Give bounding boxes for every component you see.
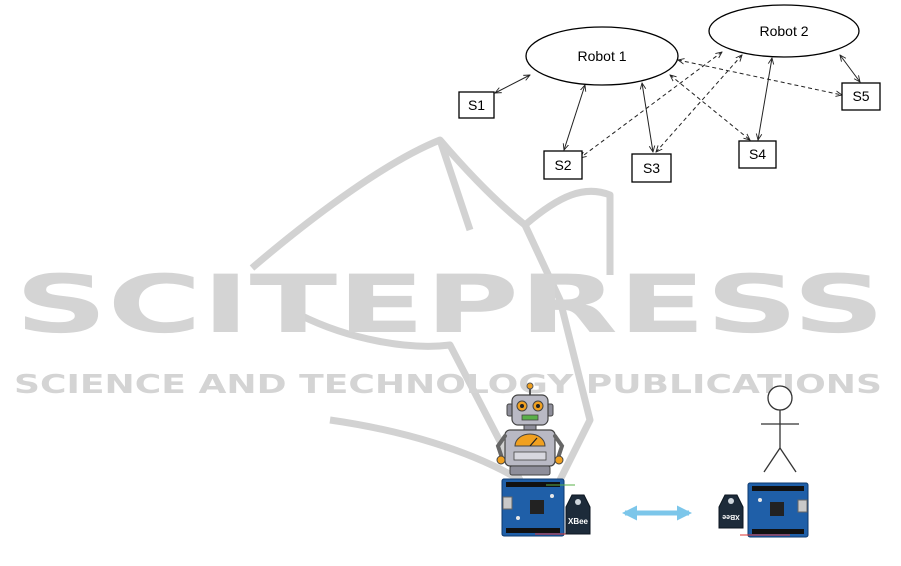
xbee-module-right-icon: XBee xyxy=(719,495,743,528)
link-r1-s2 xyxy=(564,85,585,150)
robot-node-label: Robot 1 xyxy=(577,48,626,64)
xbee-label: XBee xyxy=(722,513,740,520)
link-r1-s5 xyxy=(678,60,842,95)
sensor-label: S5 xyxy=(852,88,869,104)
link-r1-s4 xyxy=(670,75,750,140)
watermark-subtitle: SCIENCE AND TECHNOLOGY PUBLICATIONS xyxy=(14,370,882,400)
link-r1-s3 xyxy=(642,83,653,152)
robot-node-2: Robot 2 xyxy=(709,5,859,57)
watermark-title: SCITEPRESS xyxy=(15,258,885,351)
sensor-node-s1: S1 xyxy=(459,92,494,118)
xbee-label: XBee xyxy=(568,517,589,526)
link-r1-s1 xyxy=(495,75,530,93)
xbee-module-left-icon: XBee xyxy=(566,495,590,534)
sensor-node-s3: S3 xyxy=(632,154,671,182)
robot-node-1: Robot 1 xyxy=(526,27,678,85)
sensor-label: S4 xyxy=(749,146,766,162)
sensor-label: S3 xyxy=(643,160,660,176)
sensor-label: S2 xyxy=(554,157,571,173)
network-diagram: Robot 1 Robot 2 S1 S2 S3 S4 S5 xyxy=(459,5,880,182)
robot-node-label: Robot 2 xyxy=(759,23,808,39)
arduino-board-right-icon xyxy=(740,483,808,537)
link-r2-s4 xyxy=(758,58,772,140)
link-r2-s5 xyxy=(840,55,860,82)
hardware-illustration: XBee XBee xyxy=(497,383,808,537)
sensor-label: S1 xyxy=(468,97,485,113)
watermark: SCITEPRESS SCIENCE AND TECHNOLOGY PUBLIC… xyxy=(14,140,885,480)
sensor-node-s4: S4 xyxy=(739,141,776,168)
sensor-node-s5: S5 xyxy=(842,83,880,110)
sensor-node-s2: S2 xyxy=(544,151,582,179)
